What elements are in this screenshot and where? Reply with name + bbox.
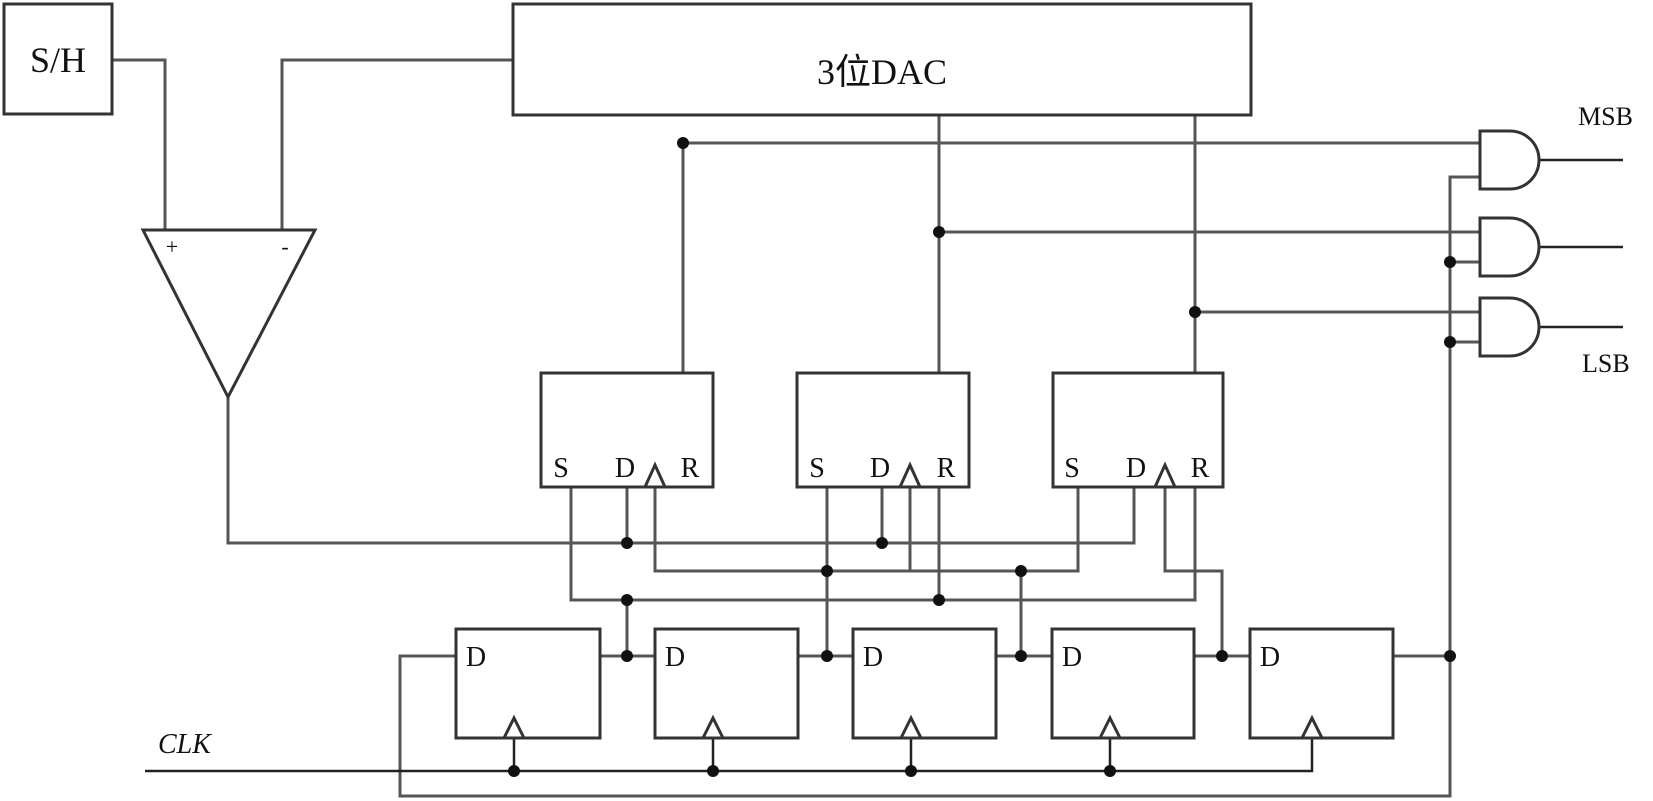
wire-feedback	[398, 654, 1452, 798]
latch-1-d: D	[615, 453, 635, 484]
and-gate-bit2	[1478, 216, 1541, 278]
latch-1-s: S	[553, 453, 569, 484]
and-gate-lsb	[1478, 296, 1541, 358]
wire-r-latch3	[908, 485, 1023, 658]
junction-dot	[677, 137, 689, 149]
shift-ff-3-clock-icon	[898, 714, 924, 740]
shift-ff-4-clock-icon	[1097, 714, 1123, 740]
shift-ff-2-d: D	[665, 642, 685, 673]
junction-dot	[1104, 765, 1116, 777]
junction-dot	[1189, 306, 1201, 318]
junction-dot	[933, 594, 945, 606]
wire-r-latch1	[625, 485, 1197, 602]
junction-dot	[905, 765, 917, 777]
shift-ff-5-clock-icon	[1299, 714, 1325, 740]
clk-label: CLK	[158, 729, 212, 760]
msb-label: MSB	[1578, 102, 1633, 131]
shift-ff-2: D	[653, 627, 800, 740]
wire-sh-to-plus	[110, 58, 167, 232]
latch-3-s: S	[1064, 453, 1080, 484]
shift-ff-2-clock-icon	[700, 714, 726, 740]
shift-ff-3-d: D	[863, 642, 883, 673]
and-gate-msb	[1478, 129, 1541, 191]
shift-ff-1-d: D	[466, 642, 486, 673]
wire-comparator-output	[226, 395, 1136, 545]
shift-ff-5-d: D	[1260, 642, 1280, 673]
junction-dot	[1444, 650, 1456, 662]
comparator: + -	[140, 228, 318, 401]
latch-2-clock-icon	[897, 461, 923, 489]
latch-3: S D R	[1051, 371, 1225, 489]
junction-dot	[933, 226, 945, 238]
shift-ff-1: D	[454, 627, 602, 740]
shift-ff-5: D	[1248, 627, 1395, 740]
wire-s-latch1	[569, 485, 629, 602]
junction-dot	[1015, 565, 1027, 577]
junction-dot	[1216, 650, 1228, 662]
junction-dot	[1444, 256, 1456, 268]
latch-2-d: D	[870, 453, 890, 484]
dac-label: 3位DAC	[817, 52, 947, 92]
junction-dot	[821, 565, 833, 577]
shift-ff-3: D	[851, 627, 998, 740]
wire-s-latch3	[653, 485, 1080, 573]
lsb-label: LSB	[1582, 349, 1630, 378]
latch-2: S D R	[795, 371, 971, 489]
sample-hold-label: S/H	[30, 40, 86, 80]
junction-dot	[1015, 650, 1027, 662]
junctions	[508, 137, 1456, 777]
junction-dot	[1444, 336, 1456, 348]
junction-dot	[707, 765, 719, 777]
shift-ff-4-d: D	[1062, 642, 1082, 673]
junction-dot	[508, 765, 520, 777]
latch-3-d: D	[1126, 453, 1146, 484]
latch-1-r: R	[681, 453, 700, 484]
junction-dot	[821, 650, 833, 662]
shift-ff-4: D	[1050, 627, 1196, 740]
sample-hold-block: S/H	[2, 2, 114, 116]
latch-1: S D R	[539, 371, 715, 489]
latch-2-s: S	[809, 453, 825, 484]
wires	[110, 58, 1623, 798]
junction-dot	[621, 537, 633, 549]
junction-dot	[621, 650, 633, 662]
shift-ff-1-clock-icon	[501, 714, 527, 740]
wire-clk-latch3	[1163, 485, 1224, 658]
wire-clk-bus	[145, 733, 1314, 773]
junction-dot	[621, 594, 633, 606]
latch-3-clock-icon	[1152, 461, 1178, 489]
latch-3-r: R	[1191, 453, 1210, 484]
dac-block: 3位DAC	[511, 2, 1253, 117]
comparator-plus-label: +	[166, 234, 178, 259]
latch-2-r: R	[937, 453, 956, 484]
comparator-minus-label: -	[281, 234, 288, 259]
wire-enable-bus	[1448, 175, 1482, 658]
latch-1-clock-icon	[642, 461, 668, 489]
junction-dot	[876, 537, 888, 549]
wire-dac-to-minus	[280, 58, 512, 232]
